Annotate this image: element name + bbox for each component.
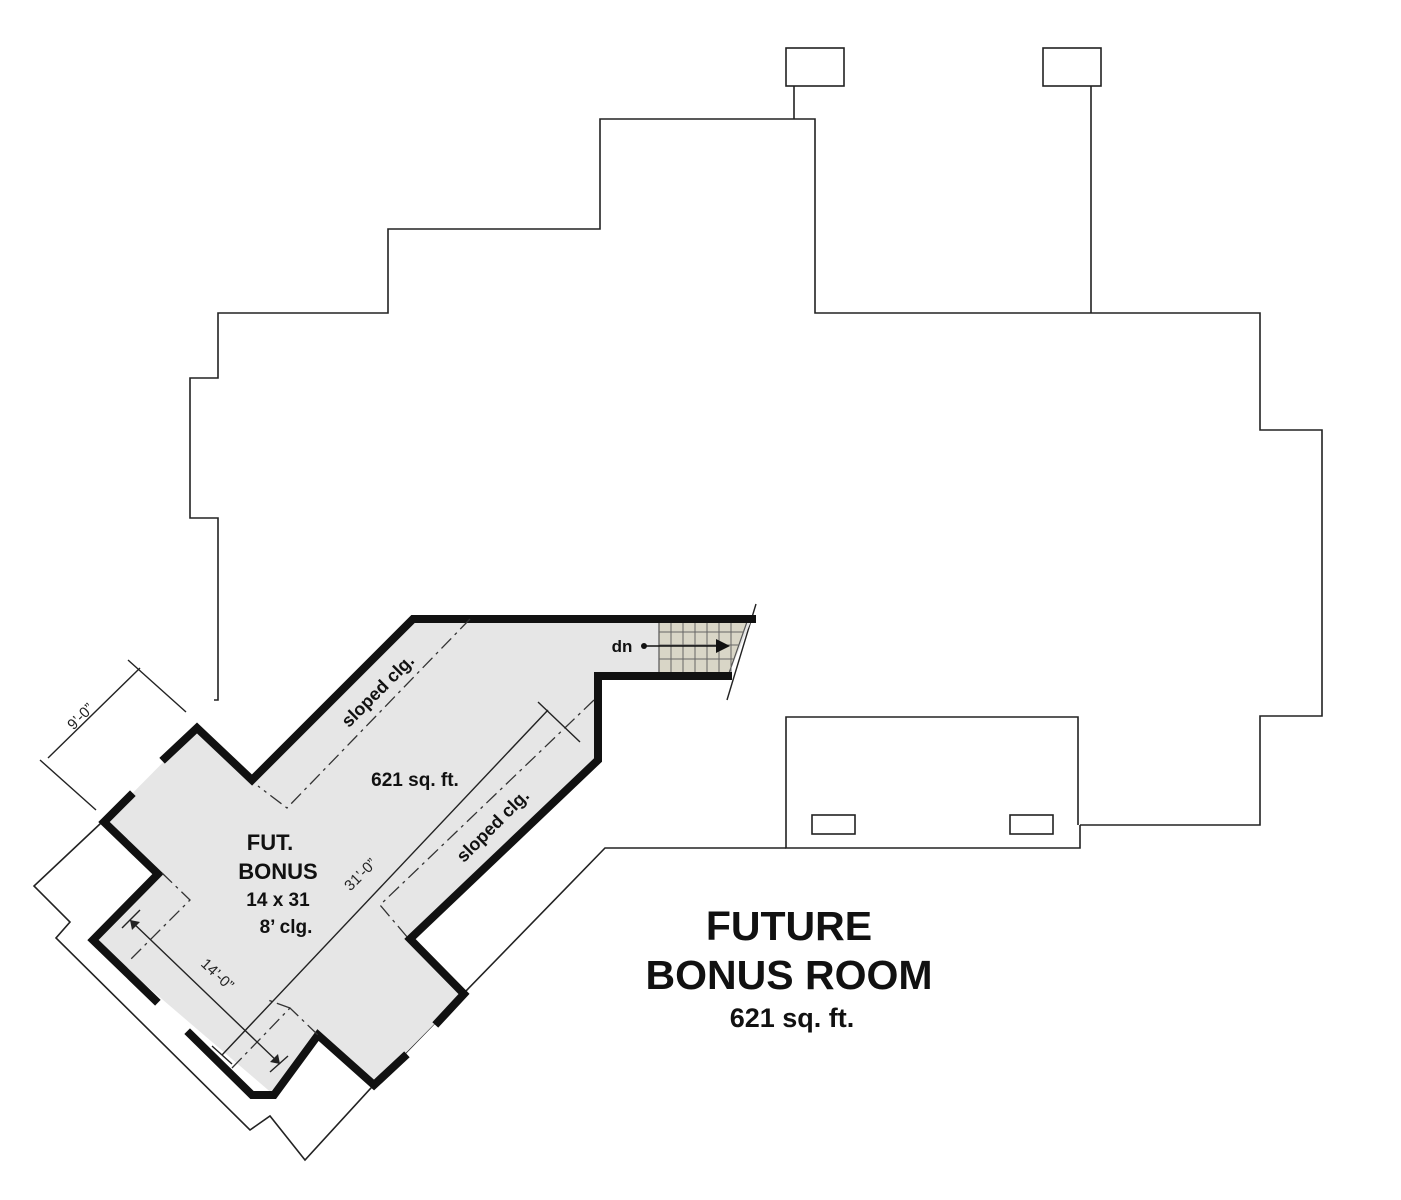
stair-arrow-head xyxy=(716,639,730,653)
left-bay-outline xyxy=(32,822,393,1162)
stair-treads xyxy=(658,618,749,677)
sloped-line-upper xyxy=(257,618,471,809)
dim-length-tick-start xyxy=(211,1045,233,1065)
chimney-right xyxy=(1042,47,1102,87)
porch-vent-left xyxy=(811,814,856,835)
dim-offset-tick-b xyxy=(127,659,187,713)
sloped-ceiling-lines xyxy=(129,618,595,1069)
sloped-line-mid xyxy=(267,999,291,1009)
room-name-line2: BONUS xyxy=(238,859,317,884)
dim-offset-tick-a xyxy=(39,759,97,811)
dim-length-line xyxy=(221,709,549,1056)
bonus-room-walls xyxy=(87,615,756,1099)
stair-label: dn xyxy=(612,637,633,656)
dim-width-arrow-a xyxy=(130,920,140,930)
sloped-line-lower xyxy=(379,699,595,939)
dim-width-arrow-b xyxy=(270,1054,280,1064)
wall-top xyxy=(159,615,756,786)
wall-bottom xyxy=(184,1028,410,1099)
room-ceiling: 8’ clg. xyxy=(260,917,313,938)
dim-offset-line xyxy=(47,667,141,759)
plan-title-line1: FUTURE xyxy=(706,903,872,949)
dimension-lines xyxy=(39,659,581,1073)
wall-inner xyxy=(404,672,732,1028)
main-outline xyxy=(189,118,1323,826)
dim-width-line xyxy=(129,919,281,1065)
plan-title-block: FUTURE BONUS ROOM 621 sq. ft. xyxy=(646,903,933,1033)
dim-length-tick-end xyxy=(537,701,581,743)
plan-title-line2: BONUS ROOM xyxy=(646,952,933,998)
bonus-room-floor xyxy=(93,619,752,1095)
porch-vent-right xyxy=(1009,814,1054,835)
plan-title-area: 621 sq. ft. xyxy=(730,1003,855,1033)
dim-offset-label: 9’-0” xyxy=(64,700,97,733)
chimney-left xyxy=(785,47,845,87)
room-size: 14 x 31 xyxy=(246,890,310,911)
stairs[interactable] xyxy=(641,618,749,677)
dim-width-tick-a xyxy=(121,909,141,929)
dim-width-tick-b xyxy=(269,1055,289,1073)
room-area: 621 sq. ft. xyxy=(371,770,459,791)
wall-left-upper xyxy=(87,790,164,1006)
porch-outline xyxy=(785,716,1081,849)
room-name-line1: FUT. xyxy=(247,830,293,855)
sloped-line-left xyxy=(129,872,191,961)
